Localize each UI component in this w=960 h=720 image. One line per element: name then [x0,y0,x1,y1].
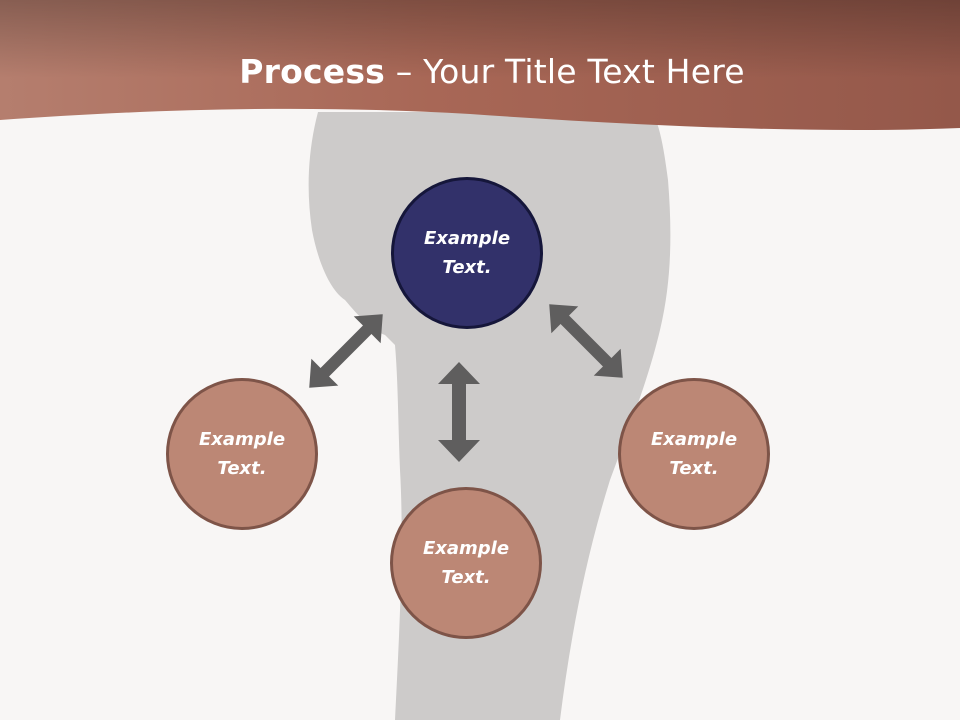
double-headed-arrow-icon [438,362,480,462]
double-headed-arrow-icon [309,314,383,388]
node-bottom-label: Example Text. [422,538,510,588]
node-right: Example Text. [618,378,770,530]
title-banner [0,0,960,131]
slide-title: Process – Your Title Text Here [0,52,960,91]
node-top: Example Text. [391,177,543,329]
node-left: Example Text. [166,378,318,530]
double-headed-arrow-icon [549,304,623,378]
node-top-label: Example Text. [423,228,511,278]
title-bold: Process [239,52,386,91]
node-right-label: Example Text. [650,429,738,479]
node-left-label: Example Text. [198,429,286,479]
node-bottom: Example Text. [390,487,542,639]
title-rest: – Your Title Text Here [385,52,745,91]
